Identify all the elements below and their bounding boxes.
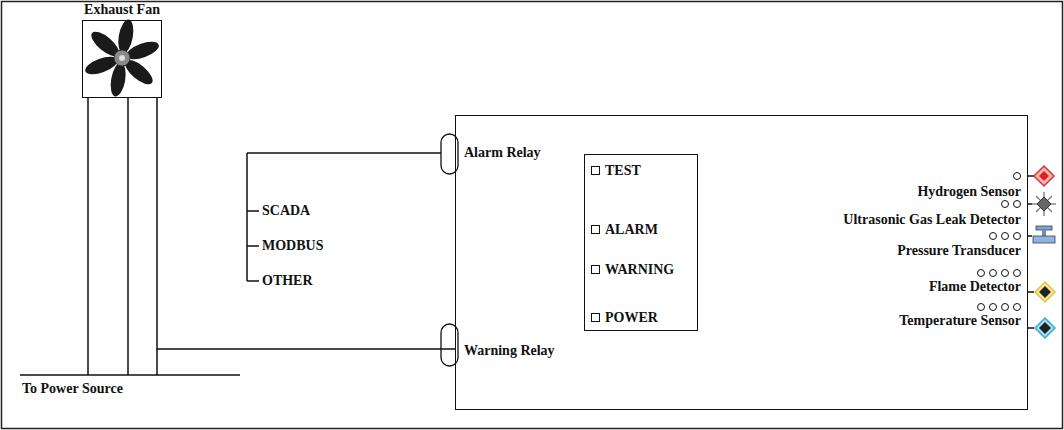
sensor-label: Hydrogen Sensor (917, 184, 1021, 200)
relay-label: Warning Relay (464, 343, 555, 359)
signal-label: MODBUS (262, 238, 323, 254)
indicator-label: POWER (589, 310, 658, 326)
fan-title: Exhaust Fan (84, 2, 160, 18)
wires (20, 98, 1034, 375)
indicator-label: WARNING (589, 262, 674, 278)
indicator-label: TEST (589, 163, 641, 179)
indicator-panel: TEST ALARM WARNING POWER (584, 154, 698, 331)
signal-label: OTHER (262, 273, 313, 289)
sensor-label: Ultrasonic Gas Leak Detector (843, 212, 1021, 228)
controller-box: Alarm RelayWarning Relay Hydrogen SensorU… (455, 115, 1028, 410)
relay-label: Alarm Relay (464, 145, 541, 161)
sensor-label: Flame Detector (929, 279, 1021, 295)
indicator-label: ALARM (589, 222, 658, 238)
sensor-icons (1032, 166, 1056, 338)
power-wire (157, 98, 455, 349)
fan-box: Exhaust Fan (82, 20, 162, 98)
power-label: To Power Source (22, 381, 123, 397)
fan-icon (83, 18, 161, 97)
sensor-label: Temperature Sensor (899, 313, 1021, 329)
sensor-label: Pressure Transducer (897, 243, 1021, 259)
signal-label: SCADA (262, 203, 310, 219)
